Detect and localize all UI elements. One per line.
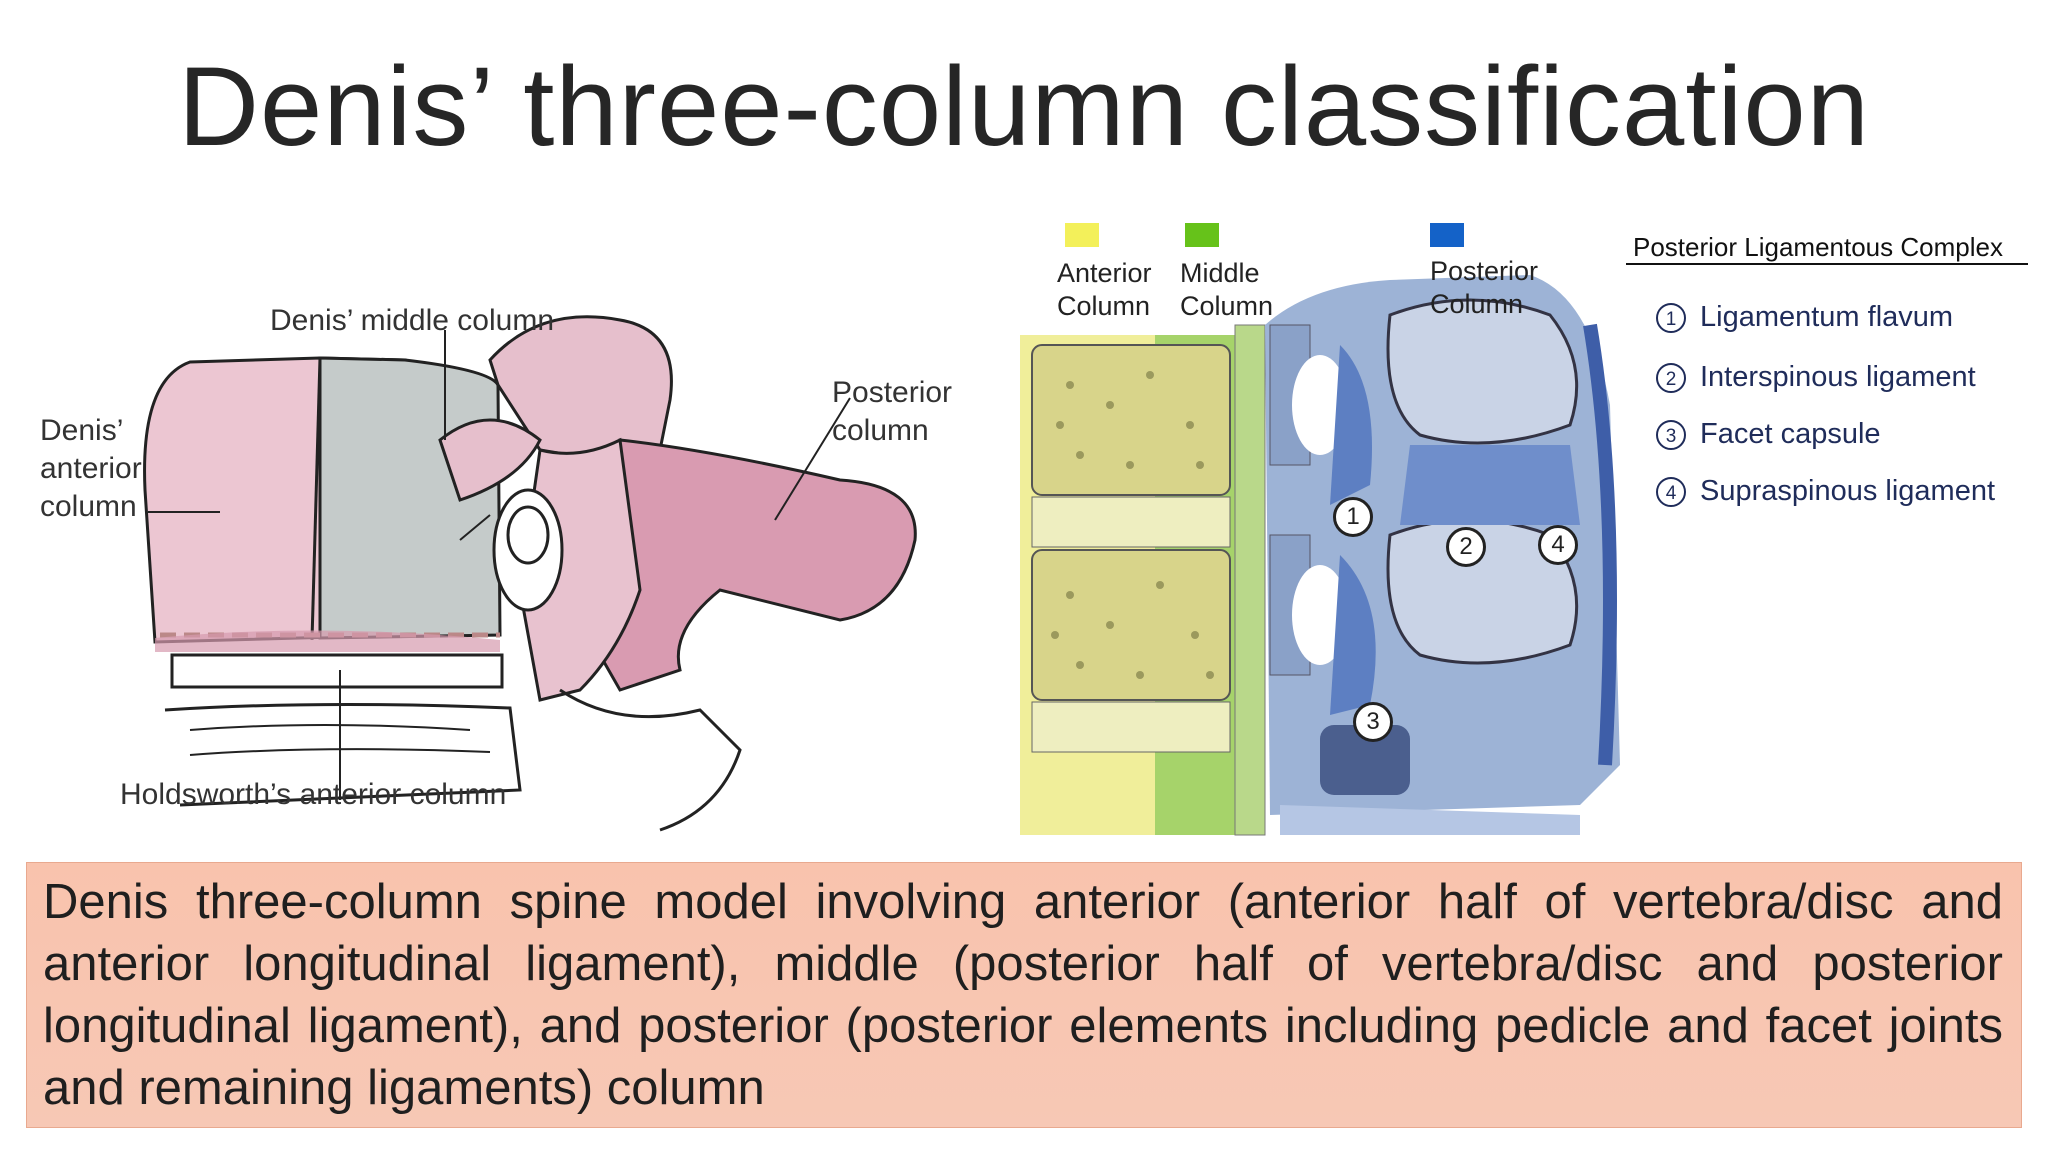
legend-swatch-anterior: [1065, 223, 1099, 247]
caption-box: Denis three-column spine model involving…: [26, 862, 2022, 1128]
legend-anterior-1: Anterior: [1057, 258, 1152, 288]
marker-4: 4: [1538, 525, 1578, 565]
middle-column-label: Denis’ middle column: [270, 304, 555, 337]
plc-rule: [1626, 263, 2028, 265]
vertebra-illustration: [143, 315, 917, 832]
plc-num-2: 2: [1656, 363, 1686, 393]
legend-middle-1: Middle: [1180, 258, 1260, 288]
plc-num-1: 1: [1656, 303, 1686, 333]
plc-title: Posterior Ligamentous Complex: [1633, 232, 2003, 262]
plc-num-4: 4: [1656, 477, 1686, 507]
legend-middle-2: Column: [1180, 291, 1274, 321]
anterior-column-label-1: Denis’: [40, 414, 124, 447]
legend-anterior-2: Column: [1057, 291, 1151, 321]
legend-swatch-posterior: [1430, 223, 1464, 247]
anterior-column-label-2: anterior: [40, 452, 142, 485]
holdsworth-label: Holdsworth’s anterior column: [120, 778, 507, 811]
slide-title: Denis’ three-column classification: [178, 44, 1870, 169]
anterior-column-label-3: column: [40, 490, 137, 523]
legend-posterior-1: Posterior: [1430, 256, 1539, 286]
plc-label-4: Supraspinous ligament: [1700, 475, 1996, 507]
plc-num-3: 3: [1656, 420, 1686, 450]
vertebra-lateral-diagram: Denis’ middle column Denis’ anterior col…: [20, 290, 980, 850]
marker-2: 2: [1446, 527, 1486, 567]
legend-posterior-2: Column: [1430, 289, 1524, 319]
sagittal-section-diagram: Anterior Column Middle Column Posterior …: [990, 205, 2040, 845]
legend-swatch-middle: [1185, 223, 1219, 247]
marker-1: 1: [1333, 497, 1373, 537]
posterior-column-label-2: column: [832, 414, 929, 447]
plc-label-3: Facet capsule: [1700, 418, 1881, 450]
plc-label-1: Ligamentum flavum: [1700, 301, 1954, 333]
posterior-column-label-1: Posterior: [832, 376, 953, 409]
plc-label-2: Interspinous ligament: [1700, 361, 1976, 393]
marker-3: 3: [1353, 702, 1393, 742]
sagittal-section-illustration: [1020, 275, 1620, 836]
caption-text: Denis three-column spine model involving…: [43, 875, 2003, 1115]
